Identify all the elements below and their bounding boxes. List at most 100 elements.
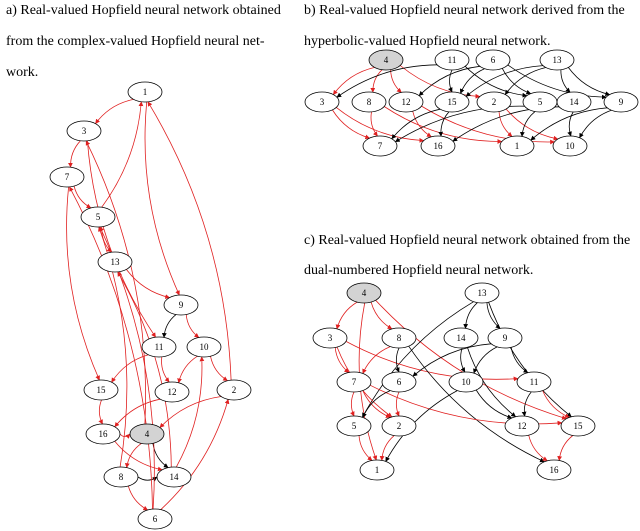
- node-a-8-label: 8: [119, 472, 124, 482]
- edge-c-9-to-10: [473, 346, 498, 374]
- node-a-16: 16: [85, 423, 121, 445]
- edge-b-11-to-5: [464, 66, 528, 98]
- edge-b-9-to-1: [530, 107, 608, 141]
- node-a-1-ellipse: [127, 81, 163, 103]
- node-a-11: 11: [141, 336, 177, 358]
- node-c-11: 11: [516, 371, 552, 393]
- node-b-1-label: 1: [515, 141, 520, 151]
- node-c-9-ellipse: [487, 327, 523, 349]
- node-a-13-label: 13: [111, 257, 121, 267]
- edge-b-4-to-3: [332, 67, 375, 95]
- node-b-8: 8: [351, 91, 387, 113]
- edge-c-8-to-7: [362, 346, 391, 374]
- node-b-4-ellipse: [368, 49, 404, 71]
- node-c-10-label: 10: [462, 377, 472, 387]
- node-c-5: 5: [336, 415, 372, 437]
- node-a-16-ellipse: [85, 423, 121, 445]
- node-c-15-ellipse: [560, 415, 596, 437]
- node-a-15: 15: [83, 379, 119, 401]
- node-c-7-label: 7: [352, 377, 357, 387]
- node-c-4: 4: [346, 282, 382, 304]
- node-c-14: 14: [443, 327, 479, 349]
- node-a-5: 5: [80, 206, 116, 228]
- edge-a-2-to-1: [147, 101, 232, 381]
- edge-b-4-to-12: [390, 69, 402, 93]
- node-b-5-label: 5: [538, 97, 543, 107]
- edge-c-10-to-12: [475, 389, 513, 419]
- node-c-16-ellipse: [536, 459, 572, 481]
- node-c-2: 2: [381, 415, 417, 437]
- edge-b-13-to-9: [567, 67, 611, 96]
- node-a-11-ellipse: [141, 336, 177, 358]
- node-b-1-ellipse: [499, 135, 535, 157]
- edge-b-15-to-16: [438, 111, 450, 137]
- node-c-11-ellipse: [516, 371, 552, 393]
- edge-c-5-to-1: [358, 435, 373, 461]
- node-b-14: 14: [556, 91, 592, 113]
- node-c-8-label: 8: [397, 333, 402, 343]
- caption-c-line2: dual-numbered Hopfield neural network.: [304, 263, 534, 278]
- node-c-10-ellipse: [448, 371, 484, 393]
- node-a-13-ellipse: [97, 251, 133, 273]
- edge-c-9-to-6: [412, 343, 492, 377]
- node-c-6-ellipse: [381, 371, 417, 393]
- node-b-7-ellipse: [362, 135, 398, 157]
- edge-b-14-to-10: [567, 111, 574, 137]
- node-a-5-label: 5: [96, 212, 101, 222]
- node-a-10: 10: [186, 336, 222, 358]
- edge-a-15-to-16: [98, 399, 103, 425]
- node-b-3: 3: [304, 91, 340, 113]
- node-a-1-label: 1: [143, 87, 148, 97]
- caption-b-line2: hyperbolic-valued Hopfield neural networ…: [304, 34, 551, 49]
- node-b-12: 12: [388, 91, 424, 113]
- edge-c-13-to-9: [486, 302, 501, 329]
- edge-a-14-to-10: [175, 356, 205, 468]
- node-b-11-label: 11: [448, 55, 457, 65]
- edge-a-10-to-2: [210, 356, 228, 382]
- edge-c-4-to-15: [375, 300, 567, 420]
- edge-b-3-to-7: [332, 109, 371, 140]
- edge-b-2-to-10: [505, 108, 559, 141]
- node-c-1: 1: [359, 459, 395, 481]
- edge-b-12-to-16: [412, 111, 432, 138]
- node-b-6: 6: [475, 49, 511, 71]
- node-c-6-label: 6: [397, 377, 402, 387]
- node-a-3: 3: [66, 120, 102, 142]
- node-b-6-label: 6: [491, 55, 496, 65]
- node-a-7: 7: [49, 166, 85, 188]
- edge-c-10-to-1: [385, 390, 458, 462]
- edge-c-7-to-2: [362, 390, 391, 418]
- node-a-6: 6: [137, 508, 173, 530]
- node-b-2: 2: [476, 91, 512, 113]
- edge-a-16-to-4: [119, 433, 131, 439]
- edge-b-6-to-5: [501, 68, 532, 95]
- node-a-2-ellipse: [216, 379, 252, 401]
- node-b-16-label: 16: [434, 141, 444, 151]
- edge-c-12-to-16: [528, 435, 548, 462]
- node-b-8-ellipse: [351, 91, 387, 113]
- node-b-7-label: 7: [378, 141, 383, 151]
- node-a-7-label: 7: [65, 172, 70, 182]
- edge-c-7-to-5: [350, 391, 355, 417]
- node-b-14-ellipse: [556, 91, 592, 113]
- edge-b-4-to-8: [370, 69, 383, 93]
- node-b-10: 10: [552, 135, 588, 157]
- node-a-9-ellipse: [163, 294, 199, 316]
- node-b-7: 7: [362, 135, 398, 157]
- edge-b-13-to-15: [465, 65, 543, 97]
- node-a-1: 1: [127, 81, 163, 103]
- node-b-15-ellipse: [434, 91, 470, 113]
- edge-b-15-to-7: [391, 108, 441, 140]
- node-a-10-label: 10: [200, 342, 210, 352]
- node-b-4: 4: [368, 49, 404, 71]
- edge-a-11-to-15: [111, 354, 149, 383]
- node-a-7-ellipse: [49, 166, 85, 188]
- edge-c-8-to-16: [408, 345, 545, 463]
- edge-b-8-to-7: [370, 111, 378, 137]
- edge-c-3-to-7: [334, 347, 350, 373]
- edge-a-1-to-3: [95, 99, 134, 124]
- edge-c-6-to-2: [395, 391, 400, 417]
- node-c-3: 3: [312, 327, 348, 349]
